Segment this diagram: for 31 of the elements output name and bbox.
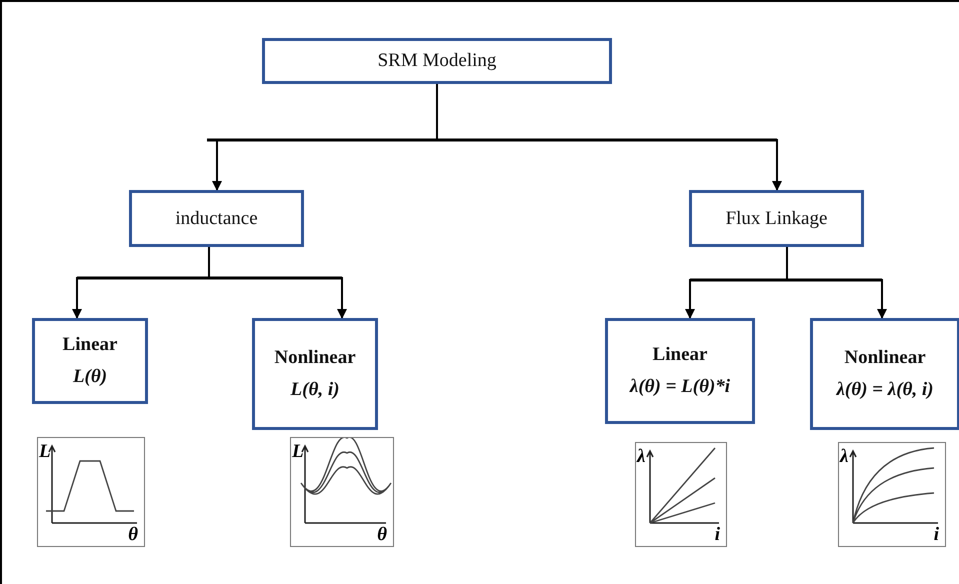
- axis-label: λ: [637, 447, 646, 466]
- formula: L(θ): [72, 366, 108, 388]
- graph-sketch: [290, 437, 394, 547]
- axis-label: λ: [840, 447, 848, 466]
- box-title: Nonlinear: [844, 347, 926, 369]
- process-box: [810, 318, 959, 430]
- axis-label: i: [714, 525, 720, 544]
- process-box: [129, 190, 304, 247]
- box-title: SRM Modeling: [378, 50, 496, 72]
- axis-label: L: [39, 442, 51, 461]
- graph-sketch: [635, 442, 727, 547]
- process-box: [252, 318, 378, 430]
- process-box: [605, 318, 755, 424]
- box-title: Nonlinear: [274, 347, 356, 369]
- box-title: Linear: [62, 334, 118, 356]
- process-box: [262, 38, 612, 84]
- formula: L(θ, i): [290, 379, 340, 401]
- axis-label: L: [292, 442, 304, 461]
- axis-label: i: [934, 525, 939, 544]
- axis-label: θ: [377, 525, 387, 544]
- graph-sketch: [838, 442, 946, 547]
- box-title: Flux Linkage: [726, 208, 828, 230]
- connector-arrow: [208, 247, 347, 319]
- process-box: [689, 190, 864, 247]
- graph-sketch: [37, 437, 145, 547]
- formula: λ(θ) = L(θ)*i: [630, 376, 730, 398]
- box-title: Linear: [652, 344, 708, 366]
- axis-label: θ: [128, 525, 138, 544]
- formula: λ(θ) = λ(θ, i): [836, 379, 934, 401]
- process-box: [32, 318, 148, 404]
- box-title: inductance: [175, 208, 258, 230]
